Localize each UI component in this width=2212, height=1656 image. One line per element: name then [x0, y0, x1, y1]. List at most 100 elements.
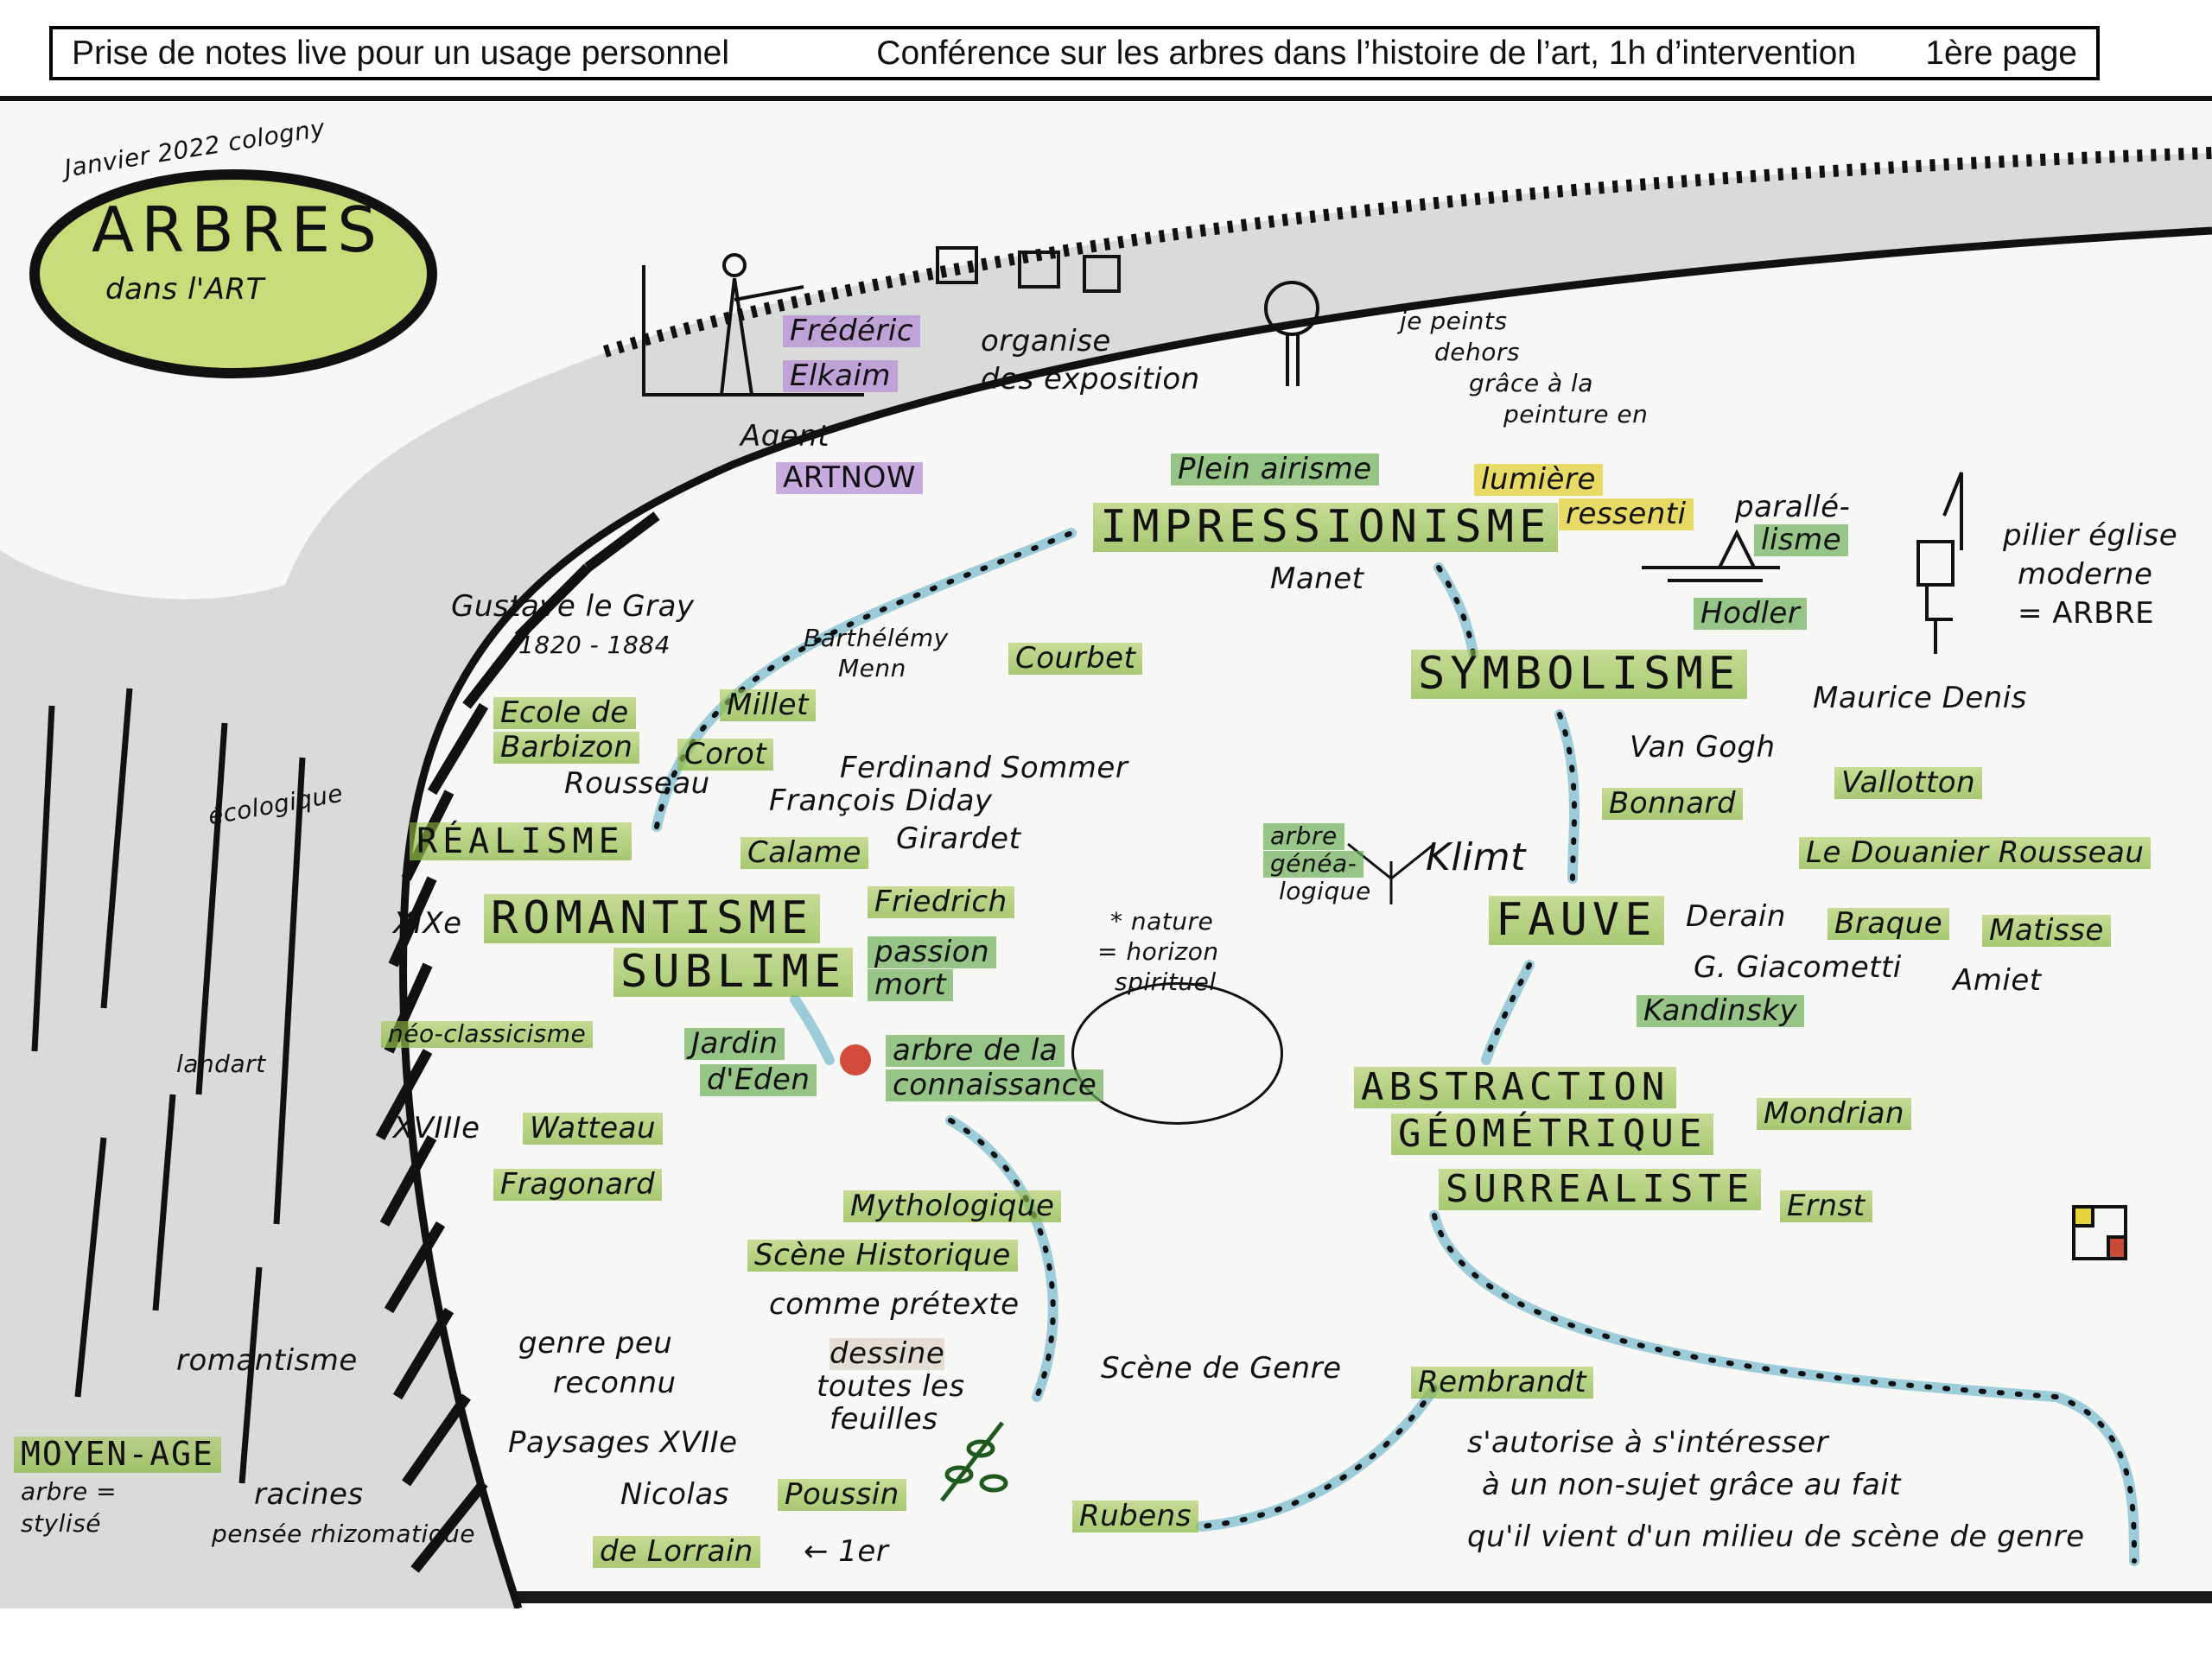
header-bar: Prise de notes live pour un usage person…: [49, 26, 2100, 80]
artist-giacometti: G. Giacometti: [1694, 950, 1902, 985]
poussin-last: Poussin: [778, 1478, 906, 1512]
agent-label: Agent: [741, 419, 830, 454]
artist-menn-1: Barthélémy: [804, 624, 949, 652]
plein-air-note-3: grâce à la: [1469, 369, 1593, 397]
tree-bark-lines: [31, 688, 306, 1484]
artist-douanier-rousseau: Le Douanier Rousseau: [1799, 836, 2152, 870]
movement-fauve: FAUVE: [1489, 895, 1664, 946]
tree-sketch-icon: [1264, 281, 1319, 386]
arrow-rembrandt-rubens: [1196, 1383, 1440, 1532]
lumiere: lumière: [1474, 463, 1603, 497]
artist-kandinsky: Kandinsky: [1637, 994, 1805, 1028]
plein-airisme: Plein airisme: [1171, 453, 1379, 486]
dessine-3: feuilles: [830, 1402, 938, 1437]
pilier-1: pilier église: [2003, 518, 2178, 553]
tree-trunk-edge: [399, 226, 2212, 1608]
painting-frames-icon: [936, 246, 1121, 293]
connaissance-2: connaissance: [886, 1069, 1104, 1102]
pilier-2: moderne: [2018, 557, 2153, 592]
romantisme-note: romantisme: [176, 1343, 358, 1378]
artist-amiet: Amiet: [1953, 963, 2042, 998]
nature-1: * nature: [1110, 907, 1214, 936]
leaf-branch-icon: [940, 1421, 1008, 1502]
genealogy-tree-icon: [1347, 842, 1435, 904]
paysages-xvii: Paysages XVIIe: [508, 1425, 738, 1460]
arrow-symbolisme-fauve: [1554, 709, 1580, 884]
artist-klimt: Klimt: [1426, 835, 1526, 879]
artist-derain: Derain: [1686, 899, 1786, 934]
artist-maurice-denis: Maurice Denis: [1813, 681, 2027, 715]
tree-trunk-shade: [0, 153, 2212, 1608]
xviii-label: XVIIIe: [393, 1111, 480, 1145]
artist-friedrich: Friedrich: [868, 885, 1014, 919]
speaker-figure-icon: [642, 253, 864, 397]
artist-watteau: Watteau: [523, 1112, 664, 1145]
header-left: Prise de notes live pour un usage person…: [72, 34, 729, 72]
tree-crown-edge: [602, 147, 2212, 358]
pilier-3: = ARBRE: [2018, 596, 2155, 631]
artist-bonnard: Bonnard: [1602, 787, 1744, 821]
main-title: ARBRES: [92, 194, 384, 266]
artist-rousseau: Rousseau: [564, 766, 710, 801]
organise-text: organise: [981, 324, 1111, 358]
artist-diday: François Diday: [769, 784, 993, 818]
artist-vallotton: Vallotton: [1834, 766, 1983, 800]
main-subtitle: dans l'ART: [105, 272, 264, 307]
church-pillar-icon: [1916, 472, 1963, 654]
artist-braque: Braque: [1827, 907, 1950, 941]
artnow-label: ARTNOW: [776, 461, 923, 495]
mythologique: Mythologique: [843, 1190, 1062, 1223]
genre-peu: genre peu: [518, 1326, 673, 1361]
artist-hodler: Hodler: [1694, 597, 1808, 631]
xix-label: XIXe: [393, 906, 462, 941]
plein-air-note-1: je peints: [1400, 307, 1508, 335]
artist-rembrandt: Rembrandt: [1411, 1366, 1594, 1399]
artist-ernst: Ernst: [1780, 1190, 1872, 1223]
racines: racines: [254, 1477, 364, 1512]
artist-gustave-le-gray: Gustave le Gray: [451, 589, 695, 624]
movement-sublime: SUBLIME: [613, 947, 854, 998]
jardin-1: Jardin: [684, 1027, 785, 1061]
speaker-lastname: Elkaim: [783, 359, 899, 393]
movement-symbolisme: SYMBOLISME: [1411, 649, 1748, 700]
movement-impressionisme: IMPRESSIONISME: [1093, 502, 1559, 553]
title-oval: [29, 169, 437, 378]
dessine-1: dessine: [830, 1336, 945, 1371]
artist-menn-2: Menn: [838, 654, 906, 682]
barbizon-1: Ecole de: [493, 696, 636, 730]
genealogique-2: généa-: [1263, 850, 1364, 878]
artist-manet: Manet: [1270, 562, 1364, 596]
tree-crown-shadow: [0, 101, 2212, 637]
artist-sommer: Ferdinand Sommer: [840, 751, 1128, 785]
passion: passion: [868, 936, 997, 969]
artist-van-gogh: Van Gogh: [1630, 730, 1776, 765]
jardin-2: d'Eden: [700, 1063, 817, 1097]
gustave-dates: 1820 - 1884: [518, 631, 671, 659]
movement-romantisme: ROMANTISME: [484, 893, 821, 944]
speaker-firstname: Frédéric: [783, 314, 921, 348]
artist-lorrain: de Lorrain: [593, 1535, 760, 1569]
reconnu: reconnu: [553, 1366, 677, 1400]
scene-de-genre: Scène de Genre: [1101, 1351, 1342, 1386]
artist-fragonard: Fragonard: [493, 1168, 663, 1202]
mort: mort: [868, 968, 954, 1002]
sketchnote-sheet: Janvier 2022 cologny ARBRES dans l'ART F…: [0, 96, 2212, 1608]
artist-courbet: Courbet: [1008, 642, 1143, 676]
autorise-3: qu'il vient d'un milieu de scène de genr…: [1467, 1520, 2085, 1554]
header-right: 1ère page: [1925, 34, 2077, 72]
premier-label: ← 1er: [804, 1534, 889, 1569]
barbizon-2: Barbizon: [493, 731, 640, 765]
dessine-2: toutes les: [817, 1369, 965, 1404]
apple-icon: [840, 1044, 871, 1075]
arrow-sublime-jardin: [790, 994, 835, 1065]
artist-calame: Calame: [741, 836, 868, 870]
artist-corot: Corot: [677, 738, 774, 771]
genealogique-3: logique: [1279, 877, 1371, 905]
mondrian-grid-icon: [2072, 1205, 2127, 1260]
header-center: Conférence sur les arbres dans l’histoir…: [876, 34, 1857, 72]
arbre-stylise-1: arbre =: [21, 1477, 118, 1506]
movement-surrealiste: SURREALISTE: [1439, 1168, 1762, 1211]
arrow-impressionisme-symbolisme: [1433, 562, 1478, 659]
sailboat-icon: [1642, 529, 1780, 582]
nature-circle: [1071, 982, 1283, 1125]
